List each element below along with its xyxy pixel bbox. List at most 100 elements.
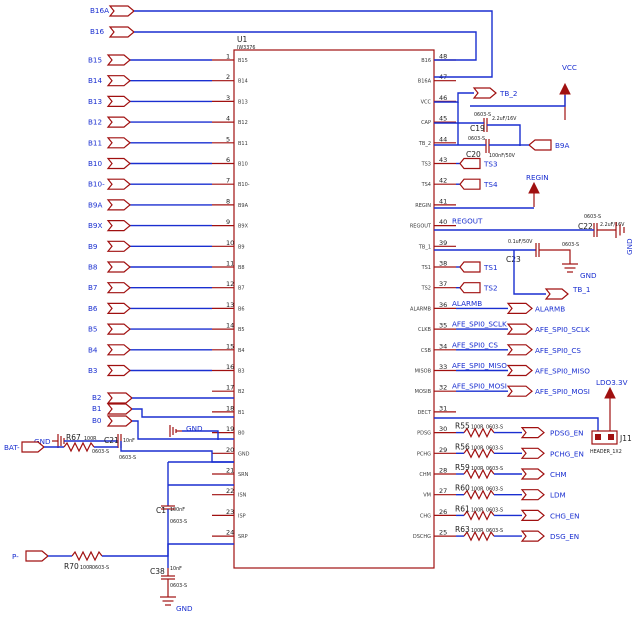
net-label: B6 (88, 304, 98, 313)
pin-number: 15 (226, 342, 234, 350)
net-label: AFE_SPI0_MISO (452, 361, 507, 370)
wire-b1 (132, 408, 234, 418)
pin-number: 39 (439, 239, 447, 247)
pin-name: B8 (238, 265, 245, 271)
c1-ref: C1 (156, 506, 166, 515)
c19-pkg: 0603-S (474, 112, 491, 118)
pin-number: 46 (439, 94, 447, 102)
pin-number: 2 (226, 73, 230, 81)
net-label: REGOUT (452, 217, 483, 226)
pin-number: 10 (226, 239, 234, 247)
r70-ref: R70 (64, 562, 79, 571)
pin-name: B0 (238, 431, 245, 437)
pin-name: SRP (238, 534, 248, 540)
port-label: AFE_SPI0_CS (535, 346, 581, 355)
pin-number: 34 (439, 342, 447, 350)
c22-pkg: 0603-S (584, 214, 601, 220)
resistor-ref: R61 (455, 504, 470, 513)
port-b1: B1 (92, 403, 133, 415)
c23-value: 0.1uF/50V (508, 239, 533, 245)
pin-number: 5 (226, 135, 230, 143)
port-b16: B16 (90, 26, 135, 38)
pin-name: DECT (417, 410, 432, 416)
pin-name: B9 (238, 244, 245, 250)
resistor-value: 100R (471, 528, 484, 534)
port-b10 (106, 157, 131, 170)
c19-value: 2.2uF/16V (492, 116, 517, 122)
net-label: B4 (88, 345, 98, 354)
pin-number: 38 (439, 260, 447, 268)
pin-name: B7 (238, 286, 245, 292)
pin-name: ISN (238, 493, 247, 499)
net-label: B8 (88, 263, 98, 272)
wire-b16a (134, 10, 493, 78)
pin-name: B15 (238, 58, 248, 64)
port-b6 (106, 302, 131, 314)
port-label: DSG_EN (550, 532, 579, 541)
net-label: B10 (88, 159, 103, 168)
pin-name: B13 (238, 99, 248, 105)
port-p: P- (12, 550, 49, 562)
port-b0-label: B0 (92, 416, 102, 425)
port-b16-label: B16 (90, 27, 105, 36)
gnd-c23: GND (562, 263, 597, 280)
port-b14 (106, 75, 131, 87)
net-label: B7 (88, 283, 98, 292)
net-label: B12 (88, 118, 102, 127)
pin-number: 23 (226, 508, 234, 516)
pin-number: 1 (226, 53, 230, 61)
pin-name: CHG (420, 513, 431, 519)
net-label: B14 (88, 76, 103, 85)
wire-srp (102, 543, 234, 557)
r70-pkg: 0603-S (92, 565, 109, 571)
net-label: B13 (88, 97, 102, 106)
c23-pkg: 0603-S (562, 242, 579, 248)
header-j11: J11 HEADER_1X2 (590, 430, 632, 455)
pin-number: 11 (226, 260, 234, 268)
wire-tb2-vcc (434, 92, 474, 103)
port-b5 (106, 323, 131, 335)
c19-ref: C19 (470, 124, 485, 133)
pin-name: B10 (238, 162, 248, 168)
pin-name: CHM (419, 472, 431, 478)
c1-value: 100nF (170, 507, 185, 513)
pin-name: TB_2 (418, 141, 431, 147)
net-label: B15 (88, 56, 102, 65)
resistor-pkg: 0603-S (486, 507, 503, 513)
resistor-pkg: 0603-S (486, 425, 503, 431)
c21-value: 10nF (123, 438, 135, 444)
port-bat: BAT- (4, 441, 45, 453)
tb2-port: TB_2 (472, 87, 518, 99)
pin-number: 16 (226, 363, 234, 371)
pin-number: 31 (439, 404, 447, 412)
chip-body (233, 49, 435, 569)
net-label: AFE_SPI0_SCLK (452, 320, 507, 329)
c21-ref: C21 (104, 436, 119, 445)
pin-number: 33 (439, 363, 447, 371)
gnd-c23-label: GND (580, 271, 597, 280)
pin-number: 45 (439, 115, 447, 123)
c22-ref: C22 (578, 222, 593, 231)
resistor-value: 100R (471, 425, 484, 431)
pin-name: B3 (238, 369, 245, 375)
resistor-r70: R70 100R 0603-S (64, 550, 109, 571)
port-b2-label: B2 (92, 393, 102, 402)
vcc-symbol: VCC (559, 63, 577, 120)
chip-ref: U1 (237, 35, 247, 44)
c20-value: 100nF/50V (489, 153, 516, 159)
pin-name: B9X (238, 224, 249, 230)
